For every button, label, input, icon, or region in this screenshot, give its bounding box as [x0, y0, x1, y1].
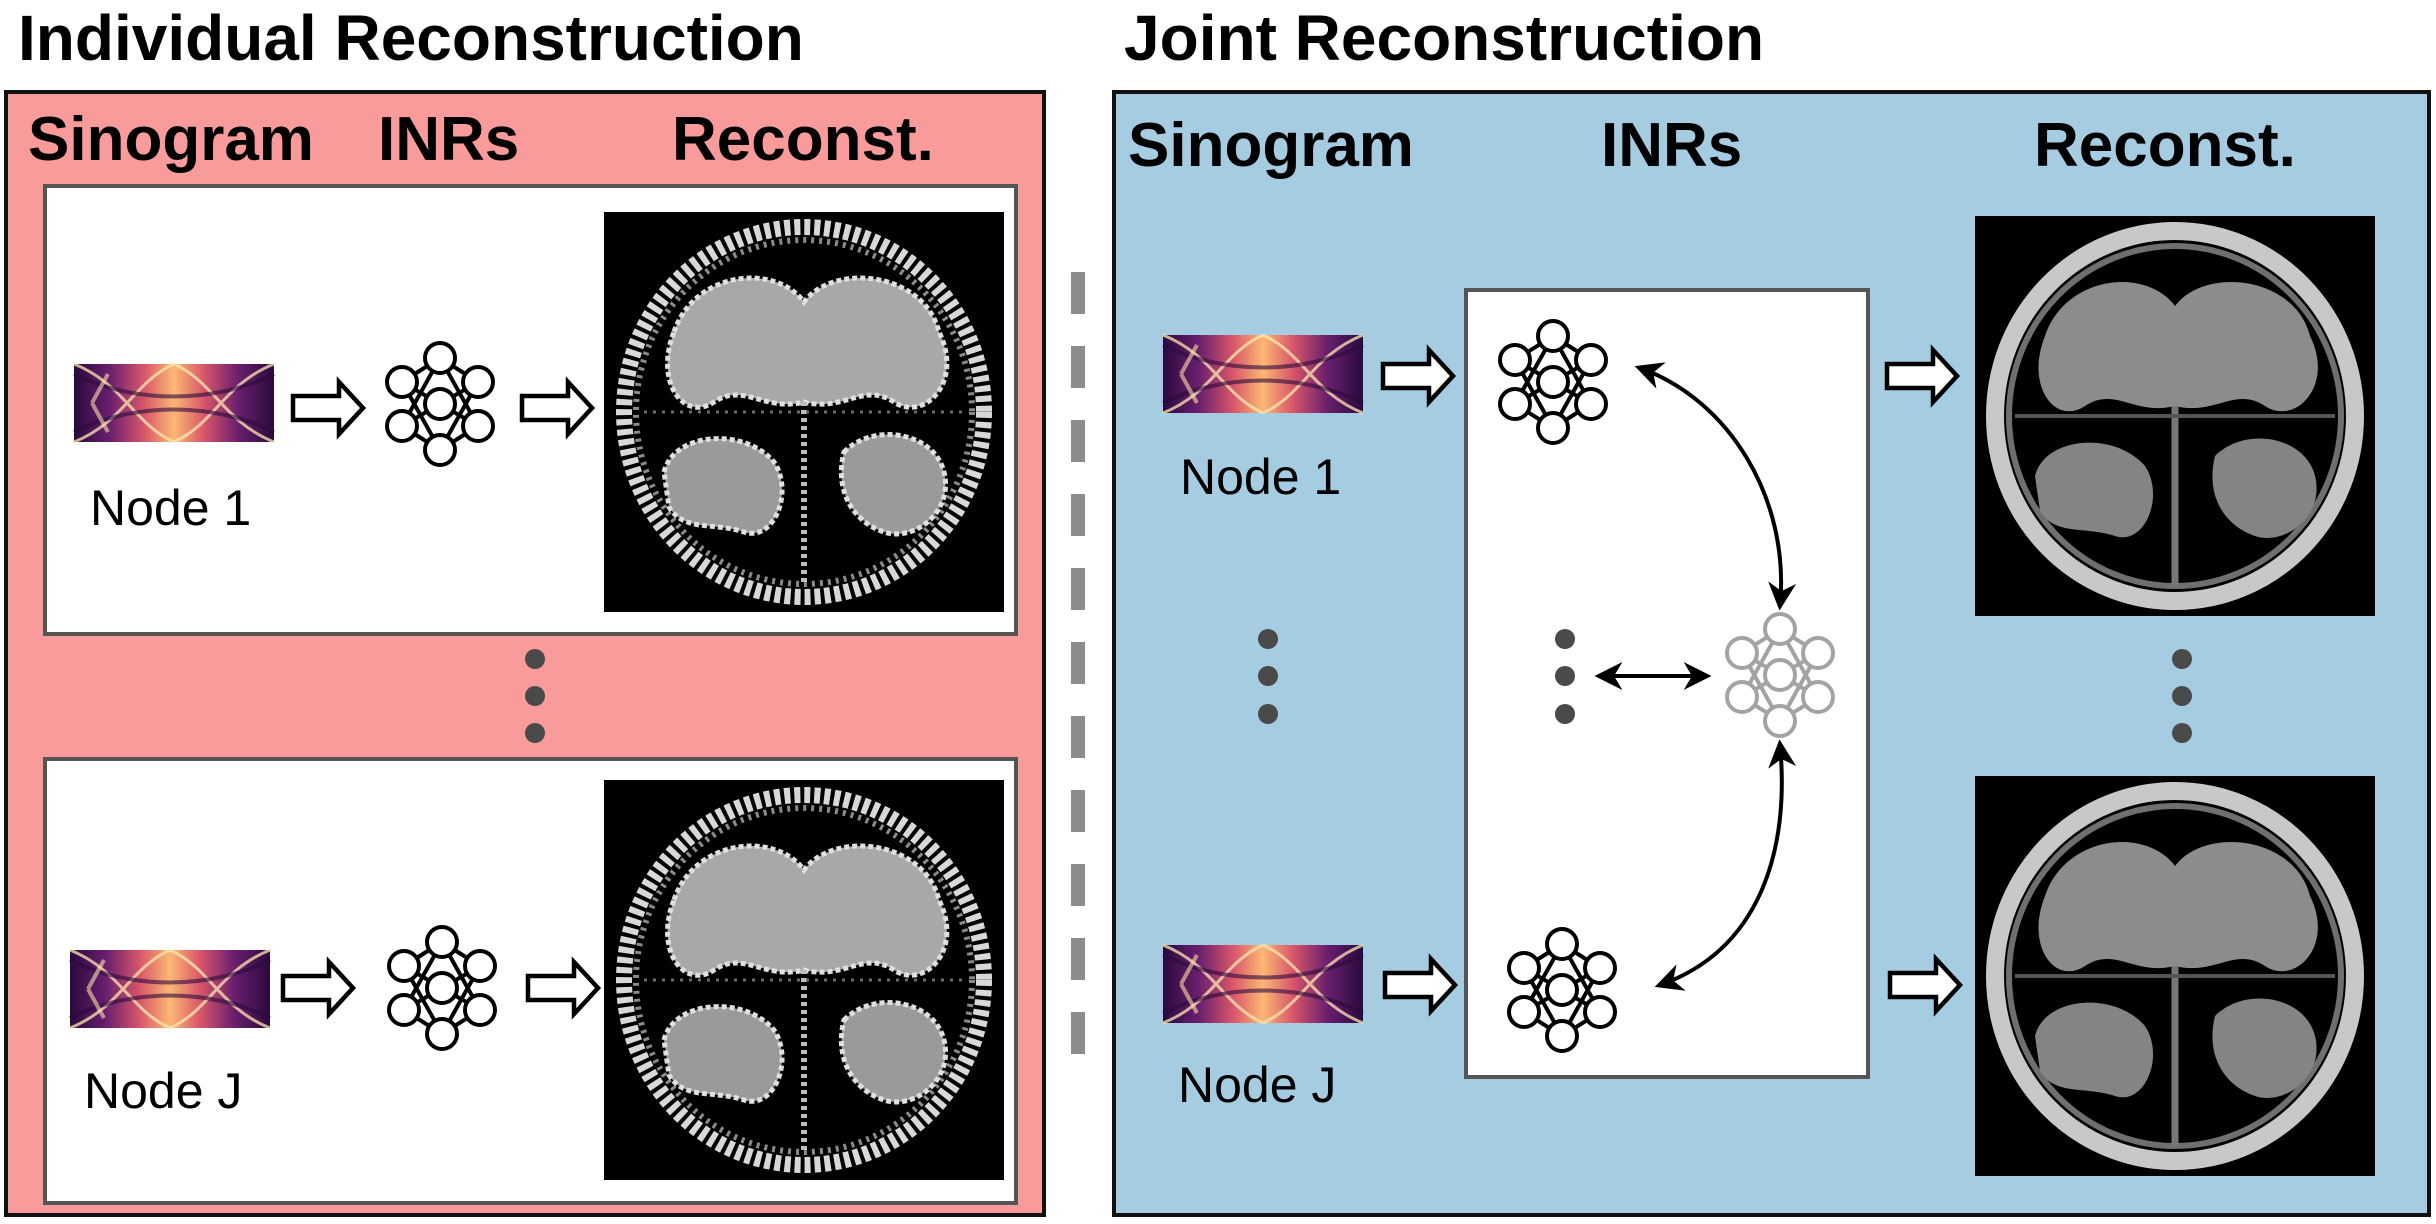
- arrow-node-first-shared: [1634, 362, 1797, 611]
- left-col-sinogram: Sinogram: [28, 105, 314, 174]
- right-col-sinogram: Sinogram: [1128, 111, 1414, 180]
- right-node-last-reconstruction: [1975, 776, 2375, 1176]
- left-node-last-label: Node J: [84, 1063, 242, 1119]
- right-reconst-ellipsis: [2172, 649, 2192, 743]
- left-node-last-sinogram: [68, 948, 272, 1030]
- right-title: Joint Reconstruction: [1124, 2, 1764, 74]
- right-node-first-reconstruction: [1975, 216, 2375, 616]
- right-sinogram-ellipsis: [1258, 629, 1278, 724]
- right-node-first-sinogram: [1161, 333, 1365, 415]
- left-col-reconst: Reconst.: [672, 105, 934, 174]
- right-inr-ellipsis: [1555, 629, 1575, 724]
- right-col-inrs: INRs: [1601, 111, 1742, 180]
- right-node-first-label: Node 1: [1180, 449, 1341, 505]
- left-node-first-sinogram: [72, 362, 276, 444]
- left-node-first-label: Node 1: [90, 480, 251, 536]
- right-node-last-sinogram: [1161, 943, 1365, 1025]
- left-ellipsis: [525, 649, 545, 743]
- left-node-first-reconstruction: [604, 212, 1004, 612]
- arrow-node-last-shared: [1654, 739, 1797, 991]
- right-col-reconst: Reconst.: [2034, 111, 2296, 180]
- left-node-last-reconstruction: [604, 780, 1004, 1180]
- left-col-inrs: INRs: [378, 105, 519, 174]
- left-title: Individual Reconstruction: [18, 2, 804, 74]
- right-node-last-label: Node J: [1178, 1057, 1336, 1113]
